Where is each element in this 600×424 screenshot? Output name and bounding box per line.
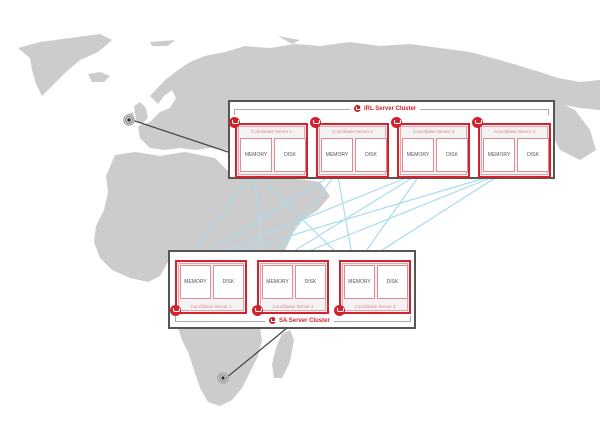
server-card[interactable]: MEMORY DISK Couchbase Server 3 [339, 260, 411, 314]
couchbase-icon [354, 105, 361, 112]
replication-links [186, 175, 499, 262]
cluster-label: IRL Server Cluster [350, 105, 421, 112]
server-title: Couchbase Server 3 [412, 129, 455, 134]
couchbase-icon [391, 117, 402, 128]
irl-leader-line [131, 119, 229, 153]
server-title: Couchbase Server 4 [493, 129, 536, 134]
disk-slot: DISK [377, 265, 408, 299]
disk-slot: DISK [355, 138, 387, 172]
cluster-label: SA Server Cluster [265, 317, 334, 324]
memory-slot: MEMORY [180, 265, 211, 299]
server-card[interactable]: Couchbase Server 3 MEMORY DISK [397, 123, 470, 178]
couchbase-icon [269, 317, 276, 324]
sa-cluster[interactable]: MEMORY DISK Couchbase Server 1 MEMORY DI… [168, 250, 416, 329]
server-card[interactable]: MEMORY DISK Couchbase Server 2 [257, 260, 329, 314]
memory-slot: MEMORY [483, 138, 515, 172]
disk-slot: DISK [213, 265, 244, 299]
server-card[interactable]: Couchbase Server 2 MEMORY DISK [316, 123, 389, 178]
server-title: Couchbase Server 1 [250, 129, 293, 134]
location-pin-icon[interactable] [123, 114, 135, 126]
couchbase-icon [252, 305, 263, 316]
server-card[interactable]: MEMORY DISK Couchbase Server 1 [175, 260, 247, 314]
disk-slot: DISK [295, 265, 326, 299]
couchbase-icon [310, 117, 321, 128]
disk-slot: DISK [436, 138, 468, 172]
server-card[interactable]: Couchbase Server 4 MEMORY DISK [478, 123, 551, 178]
disk-slot: DISK [274, 138, 306, 172]
disk-slot: DISK [517, 138, 549, 172]
irl-cluster[interactable]: IRL Server Cluster Couchbase Server 1 ME… [228, 100, 555, 179]
couchbase-icon [472, 117, 483, 128]
server-title: Couchbase Server 1 [190, 304, 232, 309]
memory-slot: MEMORY [240, 138, 272, 172]
cluster-name: IRL Server Cluster [364, 105, 417, 112]
couchbase-icon [229, 117, 240, 128]
sa-leader-line [225, 327, 288, 379]
memory-slot: MEMORY [321, 138, 353, 172]
memory-slot: MEMORY [262, 265, 293, 299]
server-title: Couchbase Server 3 [354, 304, 396, 309]
couchbase-icon [170, 305, 181, 316]
server-title: Couchbase Server 2 [272, 304, 314, 309]
memory-slot: MEMORY [402, 138, 434, 172]
cluster-name: SA Server Cluster [279, 317, 330, 324]
location-pin-icon[interactable] [217, 372, 229, 384]
couchbase-icon [334, 305, 345, 316]
server-title: Couchbase Server 2 [331, 129, 374, 134]
memory-slot: MEMORY [344, 265, 375, 299]
server-card[interactable]: Couchbase Server 1 MEMORY DISK [235, 123, 308, 178]
